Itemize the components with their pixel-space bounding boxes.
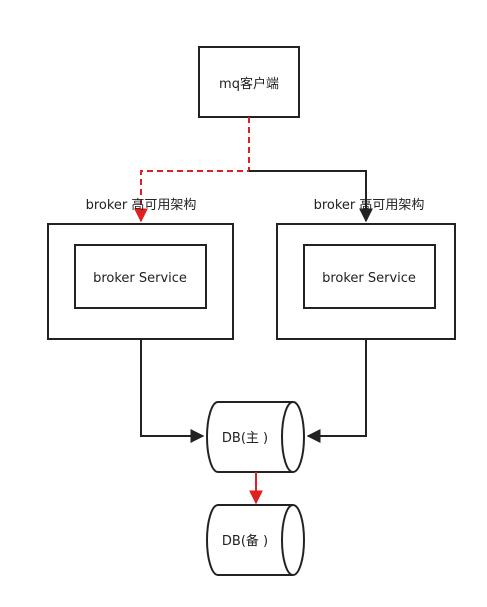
db-backup-node: DB(备 )	[206, 504, 305, 576]
client-node: mq客户端	[198, 46, 300, 118]
broker-service-box-left	[74, 244, 207, 309]
broker-right-to-db-connector	[306, 339, 367, 443]
db-backup-label: DB(备 )	[222, 533, 268, 549]
broker-left-to-db-connector	[140, 339, 205, 443]
broker-group-label-left: broker 高可用架构	[86, 197, 197, 213]
broker-service-label-right: broker Service	[322, 271, 416, 286]
client-to-broker-right-connector	[249, 170, 373, 223]
broker-node-left: broker Service	[47, 223, 234, 340]
broker-group-label-right: broker 高可用架构	[314, 197, 425, 213]
broker-service-box-right	[303, 244, 436, 309]
db-primary-label: DB(主 )	[222, 431, 268, 446]
client-label: mq客户端	[219, 76, 279, 92]
db-primary-node: DB(主 )	[206, 401, 305, 473]
broker-service-label-left: broker Service	[93, 271, 187, 286]
broker-node-right: broker Service	[276, 223, 456, 340]
